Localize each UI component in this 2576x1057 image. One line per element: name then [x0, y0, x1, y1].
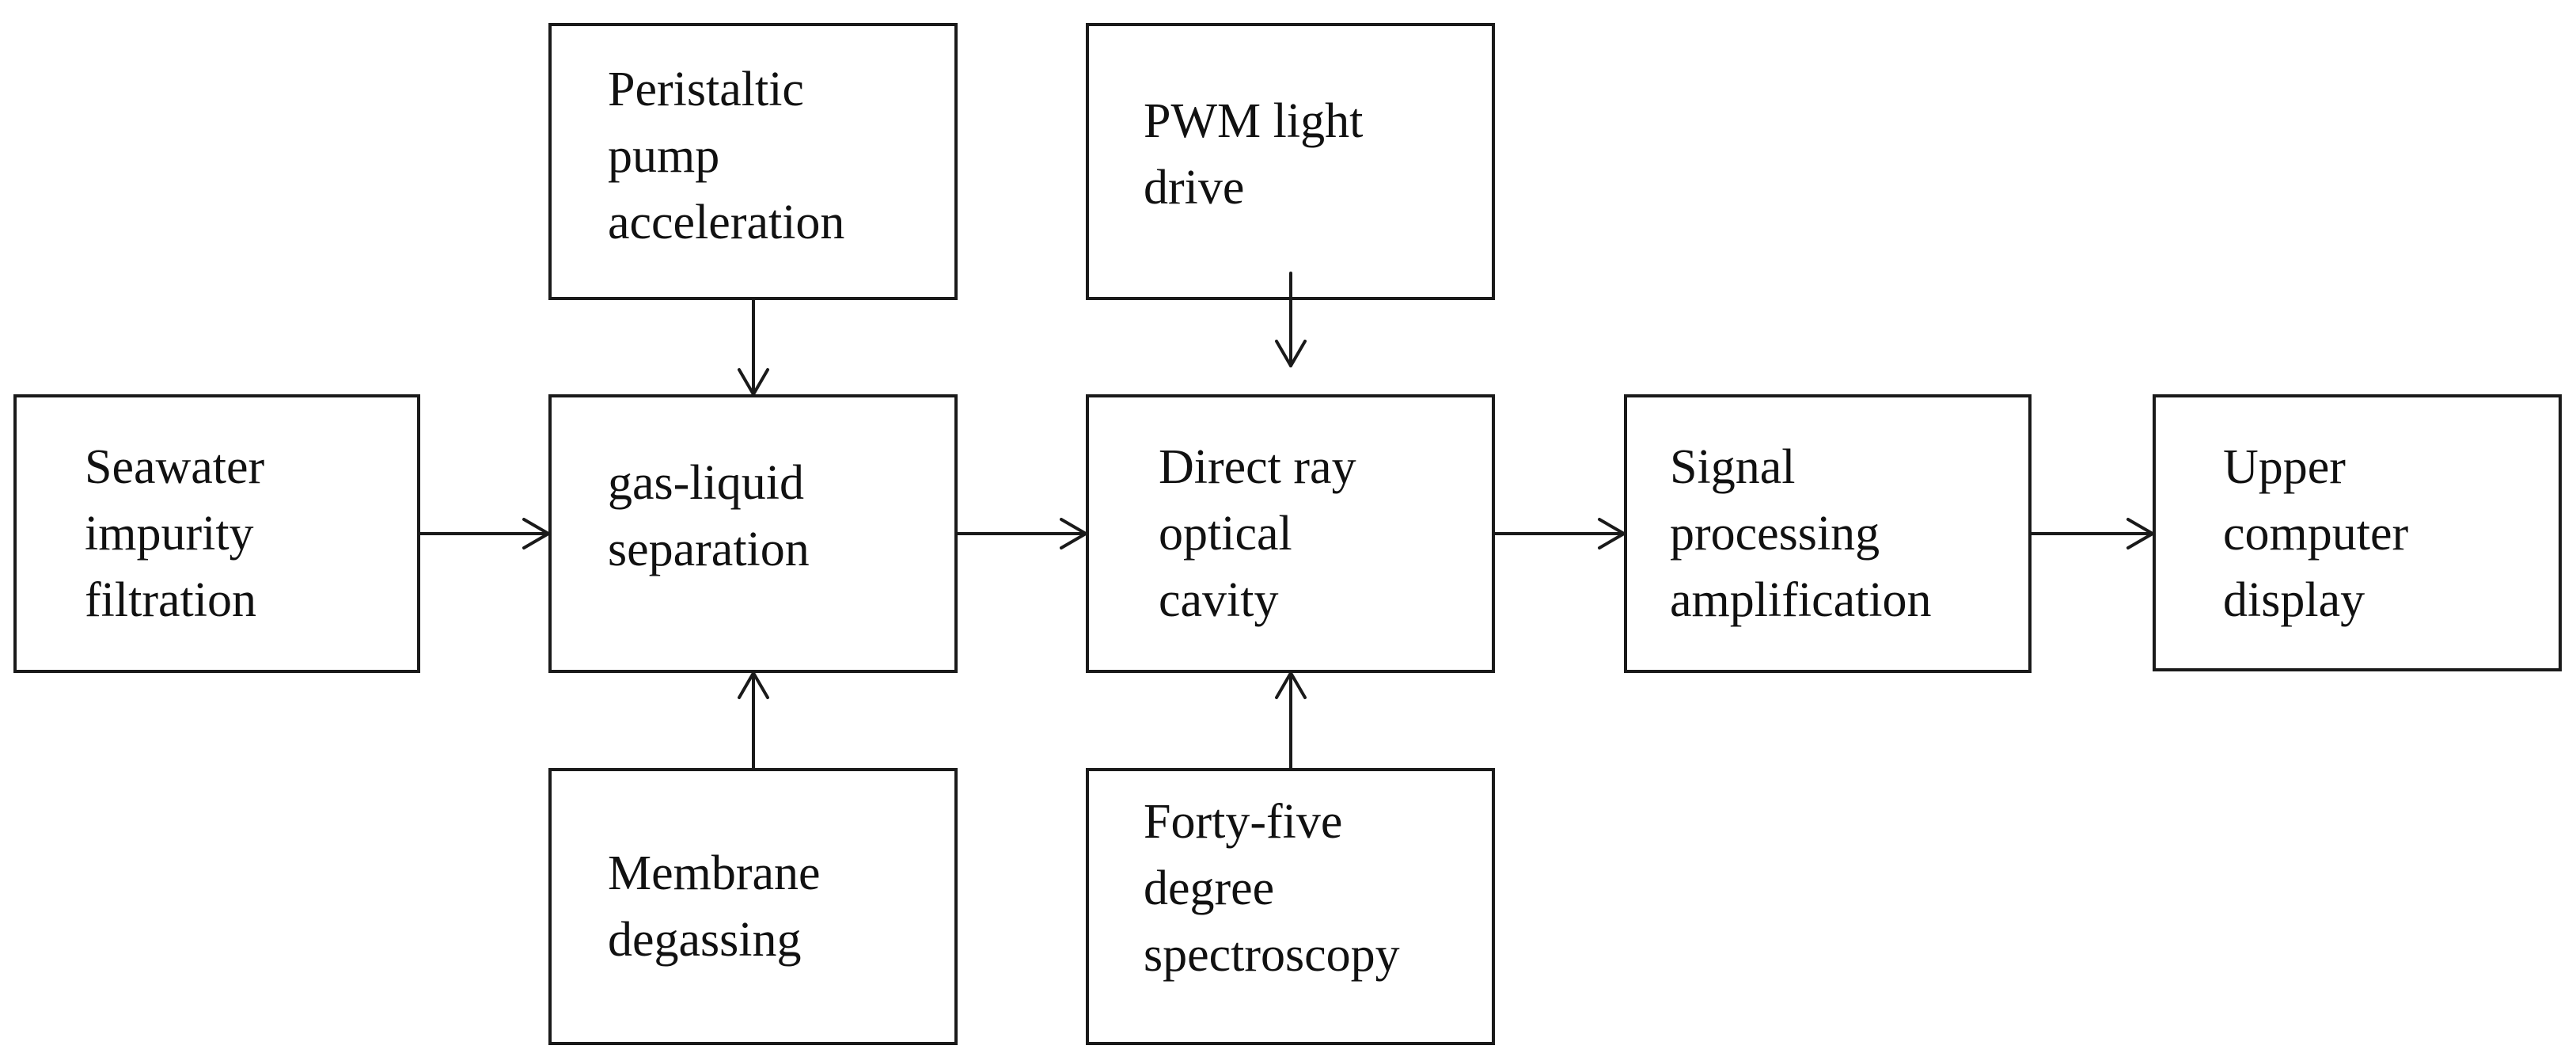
node-upper-computer-display: Upper computer display	[2153, 394, 2562, 671]
node-seawater-impurity-filtration: Seawater impurity filtration	[13, 394, 420, 673]
node-signal-processing-amplification: Signal processing amplification	[1624, 394, 2032, 673]
node-label-upper-computer-display: Upper computer display	[2223, 440, 2409, 627]
node-label-seawater-impurity-filtration: Seawater impurity filtration	[85, 440, 265, 627]
node-label-membrane-degassing: Membrane degassing	[608, 846, 821, 967]
arrow-membrane-to-separation	[738, 671, 769, 770]
node-label-direct-ray-optical-cavity: Direct ray optical cavity	[1159, 440, 1356, 627]
node-direct-ray-optical-cavity: Direct ray optical cavity	[1086, 394, 1495, 673]
node-membrane-degassing: Membrane degassing	[548, 768, 958, 1045]
arrow-pwm-to-cavity	[1275, 272, 1307, 367]
node-pwm-light-drive: PWM light drive	[1086, 23, 1495, 300]
node-label-pwm-light-drive: PWM light drive	[1144, 94, 1364, 215]
node-label-gas-liquid-separation: gas-liquid separation	[608, 456, 810, 576]
arrow-spectroscopy-to-cavity	[1275, 671, 1307, 770]
arrow-signal-to-display	[2030, 518, 2154, 549]
node-label-peristaltic-pump-acceleration: Peristaltic pump acceleration	[608, 63, 845, 249]
arrow-pump-to-separation	[738, 298, 769, 396]
node-label-signal-processing-amplification: Signal processing amplification	[1670, 440, 1932, 627]
arrow-separation-to-cavity	[956, 518, 1087, 549]
node-gas-liquid-separation: gas-liquid separation	[548, 394, 958, 673]
node-forty-five-degree-spectroscopy: Forty-five degree spectroscopy	[1086, 768, 1495, 1045]
node-label-forty-five-degree-spectroscopy: Forty-five degree spectroscopy	[1144, 795, 1400, 982]
node-peristaltic-pump-acceleration: Peristaltic pump acceleration	[548, 23, 958, 300]
arrow-cavity-to-signal	[1493, 518, 1626, 549]
arrow-filtration-to-separation	[419, 518, 550, 549]
